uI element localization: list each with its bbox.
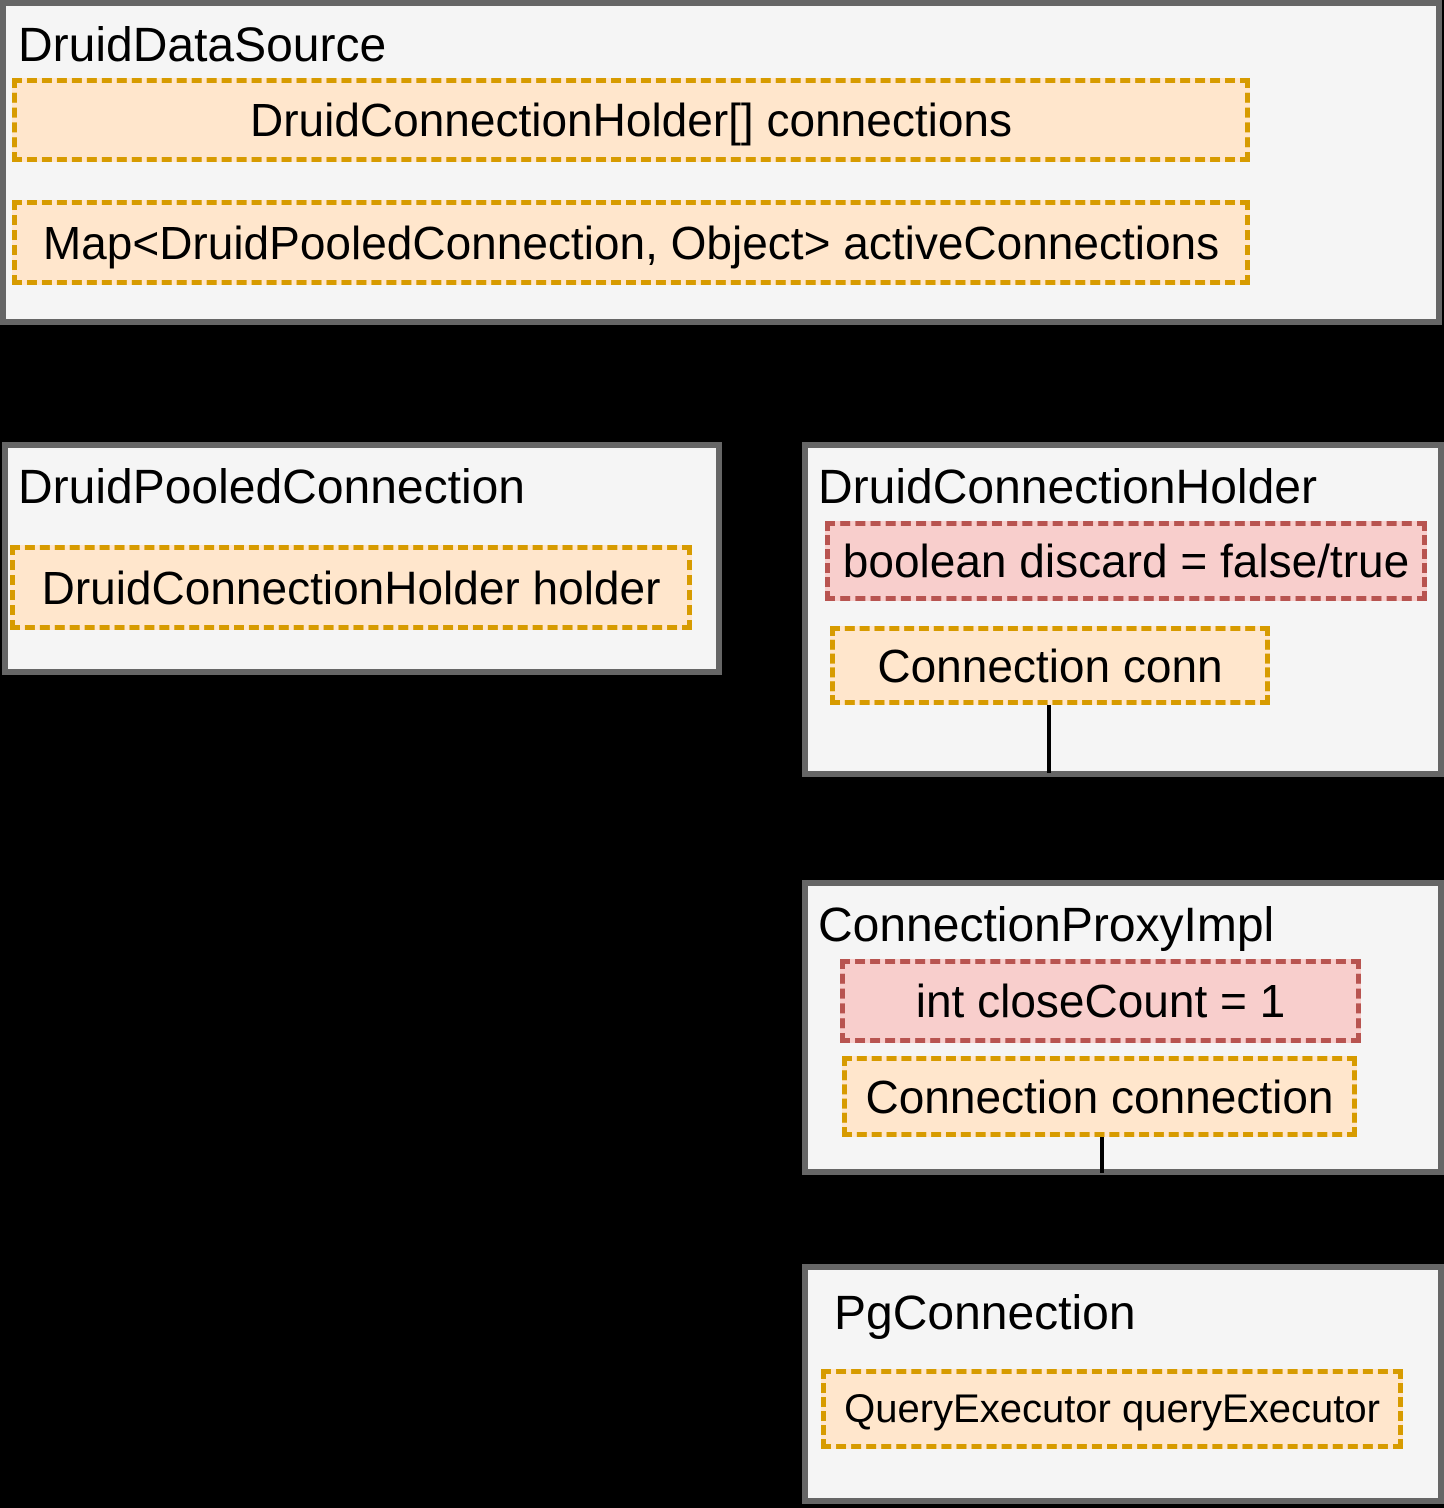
class-box-druid-pooled-connection: DruidPooledConnection DruidConnectionHol… — [2, 442, 722, 675]
class-title-druid-pooled-connection: DruidPooledConnection — [18, 461, 525, 514]
field-query-executor-label: QueryExecutor queryExecutor — [844, 1386, 1380, 1431]
class-title-connection-proxy-impl: ConnectionProxyImpl — [818, 899, 1275, 952]
field-connection: Connection connection — [842, 1056, 1357, 1137]
class-title-druid-data-source: DruidDataSource — [18, 19, 387, 72]
field-active-connections: Map<DruidPooledConnection, Object> activ… — [12, 200, 1250, 285]
field-connection-label: Connection connection — [865, 1070, 1334, 1123]
field-close-count: int closeCount = 1 — [840, 959, 1361, 1043]
field-discard: boolean discard = false/true — [825, 521, 1427, 601]
field-close-count-label: int closeCount = 1 — [915, 975, 1286, 1027]
connector-conn-to-connection-proxy-impl — [1047, 705, 1051, 773]
field-holder: DruidConnectionHolder holder — [10, 545, 692, 630]
field-discard-label: boolean discard = false/true — [842, 535, 1410, 587]
field-holder-label: DruidConnectionHolder holder — [41, 561, 661, 614]
class-box-druid-data-source: DruidDataSource DruidConnectionHolder[] … — [0, 0, 1442, 325]
class-title-pg-connection: PgConnection — [834, 1287, 1136, 1340]
class-box-druid-connection-holder: DruidConnectionHolder boolean discard = … — [802, 442, 1444, 777]
field-query-executor: QueryExecutor queryExecutor — [821, 1369, 1403, 1449]
field-conn-label: Connection conn — [877, 639, 1223, 692]
field-connections: DruidConnectionHolder[] connections — [12, 78, 1250, 162]
connector-connection-to-pg-connection — [1100, 1137, 1104, 1173]
field-active-connections-label: Map<DruidPooledConnection, Object> activ… — [42, 216, 1220, 269]
class-box-pg-connection: PgConnection QueryExecutor queryExecutor — [802, 1264, 1444, 1504]
class-box-connection-proxy-impl: ConnectionProxyImpl int closeCount = 1 C… — [802, 880, 1444, 1175]
field-conn: Connection conn — [830, 626, 1270, 705]
field-connections-label: DruidConnectionHolder[] connections — [250, 94, 1012, 146]
class-title-druid-connection-holder: DruidConnectionHolder — [818, 461, 1317, 514]
